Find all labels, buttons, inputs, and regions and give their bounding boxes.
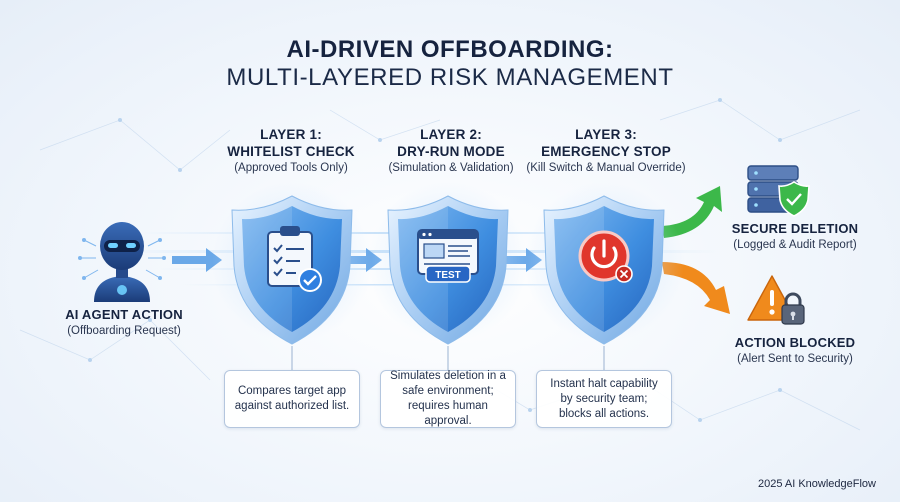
layer-3-subtitle: (Kill Switch & Manual Override) (526, 162, 686, 174)
layer-3-title: EMERGENCY STOP (541, 144, 671, 159)
agent-label: AI AGENT ACTION (Offboarding Request) (34, 306, 214, 339)
layer-1-heading: LAYER 1: WHITELIST CHECK (Approved Tools… (196, 126, 386, 176)
agent-title: AI AGENT ACTION (65, 307, 183, 322)
secure-deletion-label: SECURE DELETION (Logged & Audit Report) (700, 220, 890, 253)
layer-1-subtitle: (Approved Tools Only) (234, 162, 348, 174)
action-blocked-label: ACTION BLOCKED (Alert Sent to Security) (700, 334, 890, 367)
secure-deletion-subtitle: (Logged & Audit Report) (733, 239, 857, 251)
layer-1-name: LAYER 1: (260, 127, 322, 142)
footer-credit: 2025 AI KnowledgeFlow (757, 478, 876, 490)
secure-deletion-title: SECURE DELETION (731, 221, 859, 236)
layer-3-name: LAYER 3: (575, 127, 637, 142)
power-button-icon (578, 230, 633, 283)
layer-3-heading: LAYER 3: EMERGENCY STOP (Kill Switch & M… (506, 126, 706, 176)
layer-3-description: Instant halt capability by security team… (536, 370, 672, 428)
test-badge: TEST (425, 265, 471, 283)
layer-2-name: LAYER 2: (420, 127, 482, 142)
arrow-to-secure-deletion (662, 186, 722, 238)
warning-lock-icon (747, 275, 805, 325)
layer-2-title: DRY-RUN MODE (397, 144, 505, 159)
test-badge-label: TEST (435, 270, 461, 281)
layer-1-description: Compares target app against authorized l… (224, 370, 360, 428)
robot-icon (78, 222, 166, 302)
layer-2-heading: LAYER 2: DRY-RUN MODE (Simulation & Vali… (356, 126, 546, 176)
layer-1-title: WHITELIST CHECK (227, 144, 355, 159)
server-shield-icon (747, 165, 810, 217)
layer-2-subtitle: (Simulation & Validation) (388, 162, 514, 174)
diagram-subtitle: MULTI-LAYERED RISK MANAGEMENT (226, 64, 674, 91)
browser-window-icon (417, 229, 479, 275)
action-blocked-title: ACTION BLOCKED (734, 335, 856, 350)
action-blocked-subtitle: (Alert Sent to Security) (737, 353, 853, 365)
arrow-agent-to-layer1 (172, 248, 222, 272)
diagram-title: AI-DRIVEN OFFBOARDING: (286, 36, 614, 63)
clipboard-check-icon (267, 226, 322, 292)
layer-2-description: Simulates deletion in a safe environment… (380, 370, 516, 428)
agent-subtitle: (Offboarding Request) (67, 325, 181, 337)
